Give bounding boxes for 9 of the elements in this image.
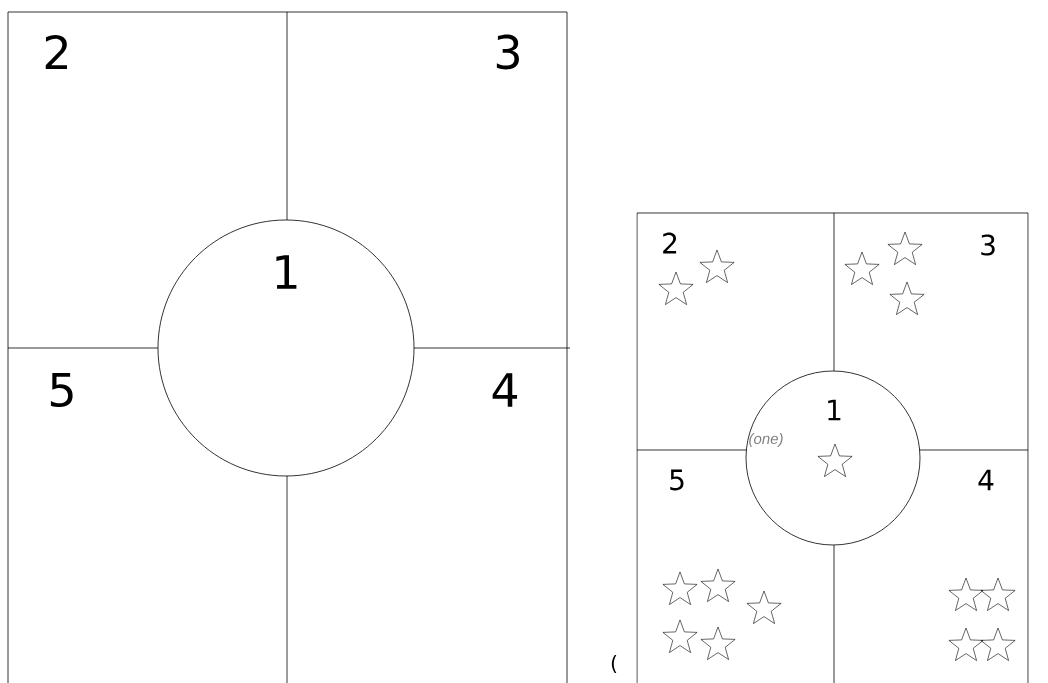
quadrant-number: 2 bbox=[663, 232, 677, 254]
quadrant-number: 3 bbox=[496, 34, 519, 70]
quadrant-number: 3 bbox=[981, 234, 995, 256]
quadrant-number: 4 bbox=[978, 469, 994, 491]
quadrant-number: 4 bbox=[492, 373, 518, 407]
quadrant-number: 5 bbox=[50, 372, 73, 408]
quadrant-number: 2 bbox=[45, 34, 68, 70]
quadrant-number: 5 bbox=[670, 469, 684, 491]
bracket-text: ( bbox=[611, 655, 617, 673]
